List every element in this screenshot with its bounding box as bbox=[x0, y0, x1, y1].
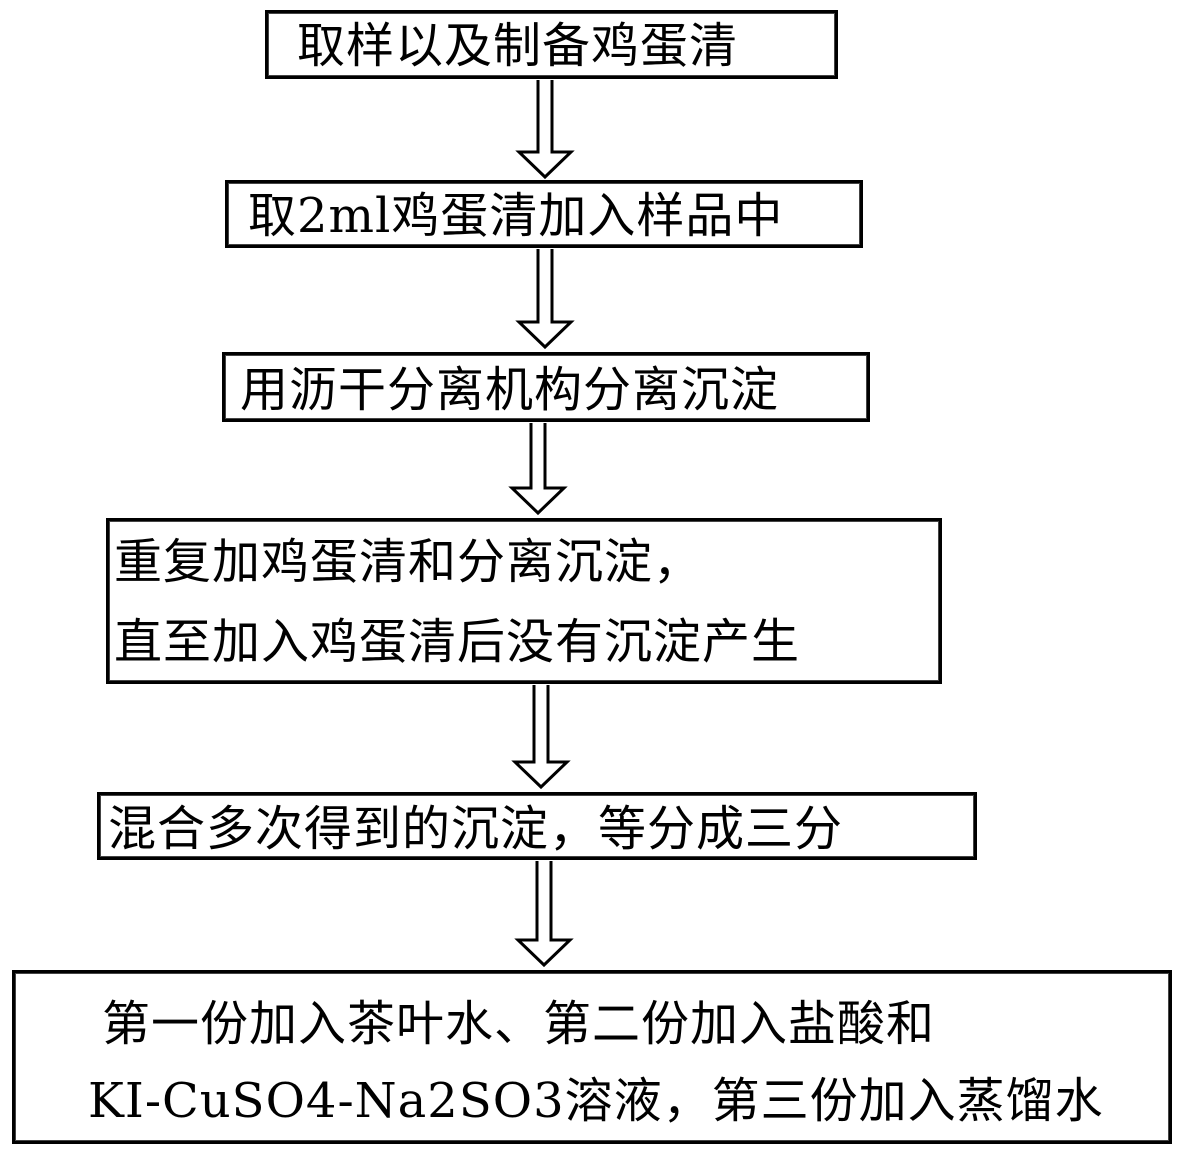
arrow-4-icon bbox=[511, 685, 571, 790]
step-5-box bbox=[97, 792, 977, 860]
step-6-box bbox=[12, 970, 1172, 1144]
step-4-text-line-1: 重复加鸡蛋清和分离沉淀， bbox=[114, 534, 703, 590]
step-1-text: 取样以及制备鸡蛋清 bbox=[297, 18, 739, 74]
arrow-3-icon bbox=[508, 423, 568, 516]
step-4-text-line-2: 直至加入鸡蛋清后没有沉淀产生 bbox=[114, 614, 801, 670]
step-2-box bbox=[225, 180, 863, 248]
step-5-text: 混合多次得到的沉淀，等分成三分 bbox=[108, 801, 844, 857]
arrow-5-icon bbox=[514, 861, 574, 968]
step-6-text-line-2: KI-CuSO4-Na2SO3溶液，第三份加入蒸馏水 bbox=[88, 1073, 1104, 1129]
step-3-box bbox=[222, 352, 870, 422]
step-3-text: 用沥干分离机构分离沉淀 bbox=[240, 362, 780, 418]
step-6-text-line-1: 第一份加入茶叶水、第二份加入盐酸和 bbox=[102, 996, 936, 1052]
step-1-box bbox=[265, 10, 838, 79]
step-2-text: 取2ml鸡蛋清加入样品中 bbox=[248, 188, 784, 244]
step-4-box bbox=[106, 518, 942, 684]
arrow-2-icon bbox=[515, 249, 575, 350]
arrow-1-icon bbox=[515, 80, 575, 180]
